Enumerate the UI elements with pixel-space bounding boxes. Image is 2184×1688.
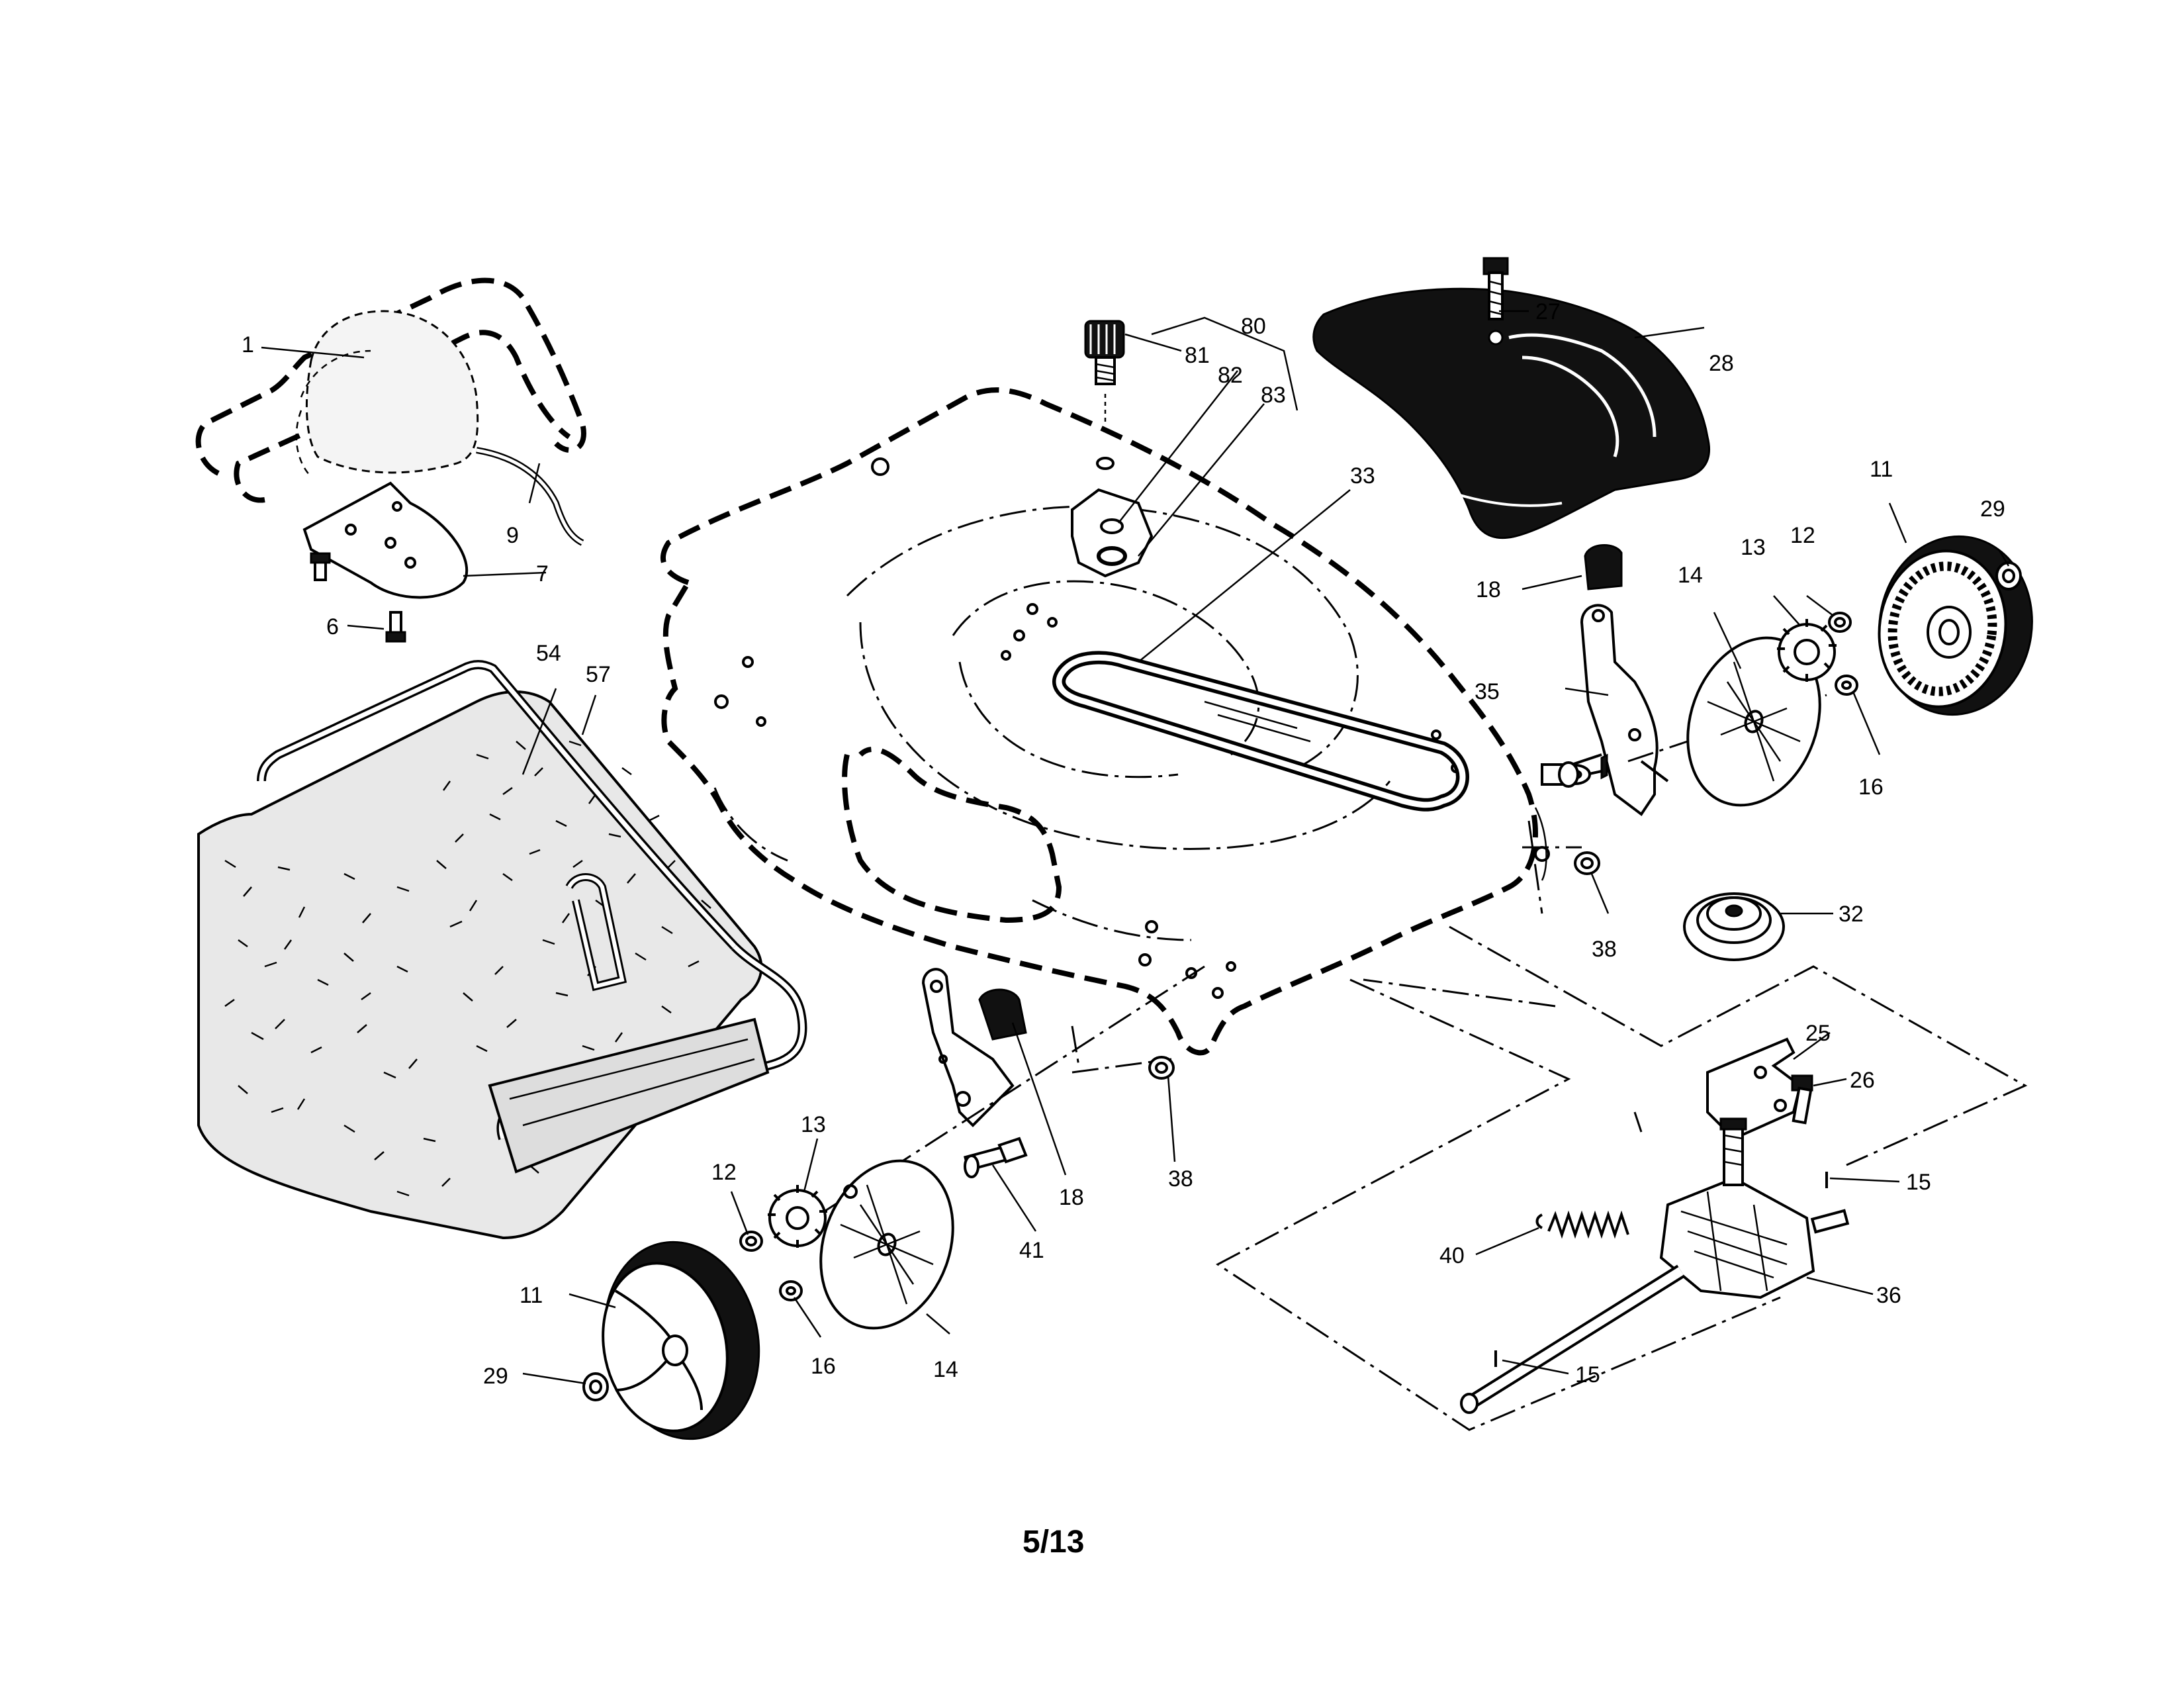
part-1-control-bail xyxy=(295,310,479,477)
part-41-axle-bolt xyxy=(963,1137,1028,1178)
part-29-nut-right xyxy=(1995,561,2022,590)
callout-38-right: 38 xyxy=(1592,937,1617,962)
part-35-height-lever-left xyxy=(921,968,1015,1127)
transmission-dashed-box xyxy=(1216,925,2028,1431)
callout-26: 26 xyxy=(1850,1068,1875,1093)
part-14-hubcap-left xyxy=(819,1159,954,1330)
callout-54: 54 xyxy=(536,641,561,666)
callout-18-right: 18 xyxy=(1476,577,1501,602)
callout-14-left: 14 xyxy=(933,1357,958,1382)
callout-29-right: 29 xyxy=(1980,496,2005,522)
callout-41: 41 xyxy=(1019,1238,1044,1263)
part-33-belt xyxy=(1052,651,1469,812)
callout-13-right: 13 xyxy=(1741,535,1766,560)
callout-28: 28 xyxy=(1709,351,1734,376)
callout-12-right: 12 xyxy=(1790,523,1815,548)
part-13-gear-right xyxy=(1777,619,1837,682)
callout-32: 32 xyxy=(1839,902,1864,927)
part-36-axle xyxy=(1460,1264,1685,1414)
callout-83: 83 xyxy=(1261,383,1286,408)
callout-16-left: 16 xyxy=(811,1354,836,1379)
part-15-pins xyxy=(1494,1172,1828,1367)
part-35-height-lever-right xyxy=(1580,604,1669,816)
callout-1: 1 xyxy=(242,332,254,357)
callout-15-bottom: 15 xyxy=(1575,1362,1600,1387)
part-11-wheel-right xyxy=(1878,535,2033,716)
part-18-cap-right xyxy=(1584,544,1623,590)
part-11-wheel-left xyxy=(602,1241,760,1440)
part-16-washer-right xyxy=(1835,675,1858,696)
page-number: 5/13 xyxy=(1023,1524,1084,1560)
part-6-screws xyxy=(310,552,406,643)
part-13-gear-left xyxy=(768,1185,827,1248)
callout-38-left: 38 xyxy=(1168,1166,1193,1192)
part-36-transmission xyxy=(1659,1117,1850,1299)
part-82-83-bracket xyxy=(1071,488,1154,578)
callout-81: 81 xyxy=(1185,343,1210,368)
callout-11-right: 11 xyxy=(1870,457,1893,482)
part-38-nut-left xyxy=(1148,1056,1175,1080)
handle-assembly xyxy=(195,277,586,503)
callout-14-right: 14 xyxy=(1678,563,1703,588)
part-29-nut-left xyxy=(582,1372,609,1401)
callout-13-left: 13 xyxy=(801,1112,826,1137)
callout-7: 7 xyxy=(536,561,549,586)
part-38-nut-right xyxy=(1574,851,1600,875)
part-32-pulley xyxy=(1683,892,1785,961)
callout-25: 25 xyxy=(1805,1021,1831,1046)
part-26-bolt xyxy=(1791,1074,1813,1125)
leader-lines xyxy=(261,310,2010,1385)
callout-29-left: 29 xyxy=(483,1364,508,1389)
part-40-spring xyxy=(1535,1210,1629,1239)
part-18-cap-left xyxy=(978,988,1027,1041)
part-81-adjuster-knob xyxy=(1084,320,1125,470)
callout-18-left: 18 xyxy=(1059,1185,1084,1210)
part-12-washer-right xyxy=(1828,612,1852,633)
callout-11-left: 11 xyxy=(520,1283,543,1308)
mower-deck xyxy=(660,387,1550,1056)
part-16-washer-left xyxy=(779,1280,803,1301)
callout-82: 82 xyxy=(1218,363,1243,388)
callout-33: 33 xyxy=(1350,463,1375,489)
callout-36: 36 xyxy=(1876,1283,1901,1308)
callout-6: 6 xyxy=(326,614,339,639)
callout-80: 80 xyxy=(1241,314,1266,339)
callout-15-top: 15 xyxy=(1906,1170,1931,1195)
callout-35: 35 xyxy=(1475,679,1500,704)
callout-labels: 1 9 7 6 54 57 81 80 82 83 33 27 28 11 29… xyxy=(242,299,2005,1389)
part-7-bracket xyxy=(302,481,469,599)
callout-16-right: 16 xyxy=(1858,774,1884,800)
axle-line-left xyxy=(813,965,1205,1219)
callout-40: 40 xyxy=(1439,1243,1465,1268)
part-38-axle-bolt-right xyxy=(1541,753,1608,788)
callout-27: 27 xyxy=(1535,299,1561,324)
part-28-rear-door xyxy=(1312,287,1711,539)
callout-12-left: 12 xyxy=(711,1160,737,1185)
part-27-bolt xyxy=(1482,257,1509,320)
callout-57: 57 xyxy=(586,662,611,687)
grass-bag xyxy=(197,660,807,1240)
part-80-bracket-line xyxy=(1151,316,1298,411)
callout-9: 9 xyxy=(506,523,519,548)
part-12-washer-left xyxy=(739,1231,763,1252)
